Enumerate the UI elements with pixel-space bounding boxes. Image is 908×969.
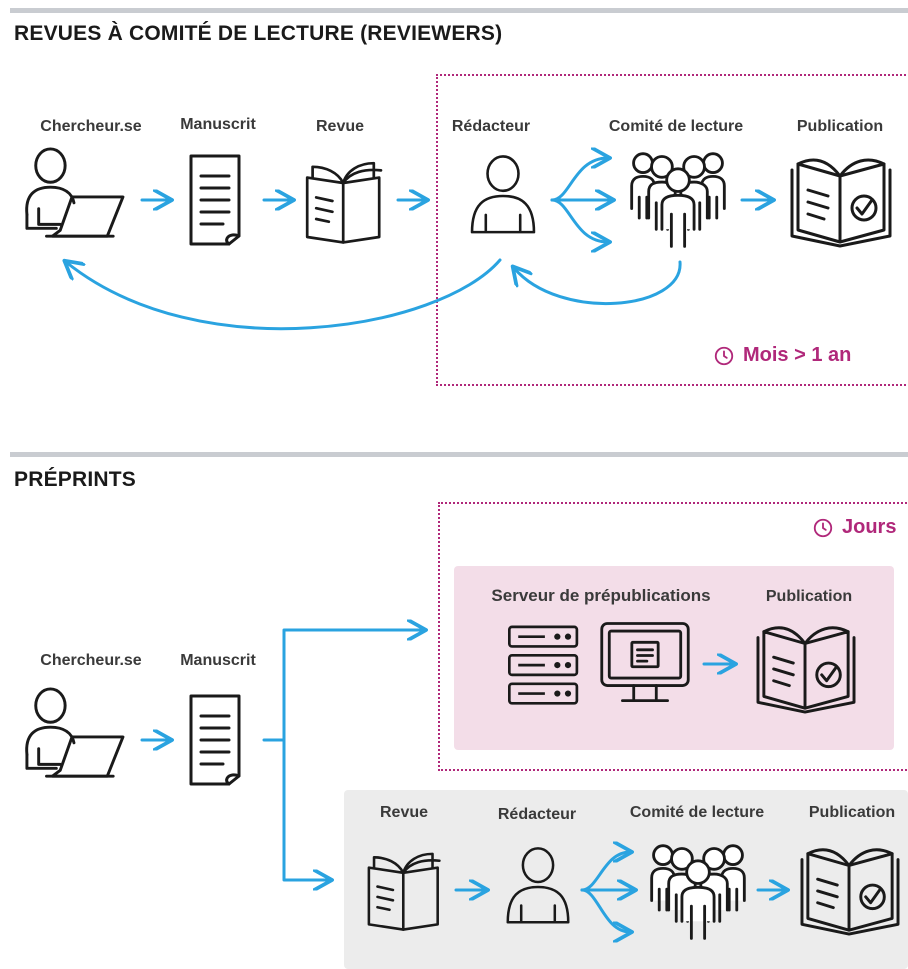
publication-top-label: Publication bbox=[765, 588, 853, 605]
section2-title: PRÉPRINTS bbox=[14, 468, 136, 491]
feedback-editor-to-researcher bbox=[66, 258, 502, 331]
editor-label: Rédacteur bbox=[451, 118, 531, 135]
section1-title: REVUES À COMITÉ DE LECTURE (REVIEWERS) bbox=[14, 22, 503, 45]
section2-preprint-frame bbox=[438, 502, 908, 771]
arrow-to-preprint-route bbox=[282, 630, 424, 742]
arrow-editor-to-committee-bottom-2 bbox=[580, 888, 630, 932]
section2-time-text: Jours bbox=[842, 516, 897, 538]
publication-label: Publication bbox=[796, 118, 884, 135]
section1-time-text: Mois > 1 an bbox=[743, 344, 852, 366]
preprint-server-box bbox=[454, 566, 894, 750]
section1-divider bbox=[10, 8, 908, 13]
section2-time-badge: Jours bbox=[812, 516, 896, 539]
committee-label: Comité de lecture bbox=[608, 118, 744, 135]
manuscript-label: Manuscrit bbox=[180, 116, 256, 133]
researcher-label: Chercheur.se bbox=[40, 118, 142, 135]
researcher-label: Chercheur.se bbox=[40, 652, 142, 669]
preprint-server-label: Serveur de prépublications bbox=[491, 586, 711, 605]
committee-label: Comité de lecture bbox=[629, 804, 765, 821]
journal-label: Revue bbox=[379, 804, 429, 821]
journal-label: Revue bbox=[315, 118, 365, 135]
arrow-to-journal-route bbox=[282, 738, 330, 880]
publication-bottom-label: Publication bbox=[808, 804, 896, 821]
section1-editorial-frame bbox=[436, 74, 908, 386]
feedback-committee-to-editor bbox=[514, 260, 682, 305]
arrow-editor-to-committee-top-2 bbox=[580, 852, 630, 892]
section1-time-badge: Mois > 1 an bbox=[713, 344, 851, 367]
editor-label: Rédacteur bbox=[497, 806, 577, 823]
manuscript-label: Manuscrit bbox=[180, 652, 256, 669]
arrow-editor-to-committee-top bbox=[550, 158, 608, 202]
arrow-editor-to-committee-bottom bbox=[550, 198, 608, 242]
section2-divider bbox=[10, 452, 908, 457]
